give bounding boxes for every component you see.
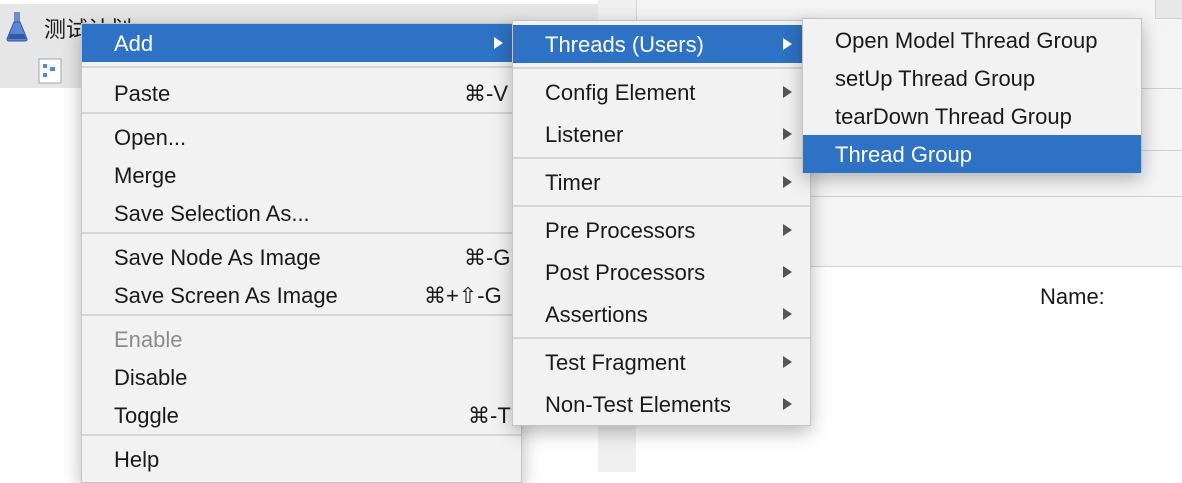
submenu-arrow-icon <box>783 308 792 320</box>
menu-item-label: Save Selection As... <box>114 201 310 226</box>
menu-item-label: Pre Processors <box>545 218 696 243</box>
submenu-arrow-icon <box>494 37 503 49</box>
submenu-item-test-fragment[interactable]: Test Fragment <box>513 343 810 381</box>
menu-item-label: Threads (Users) <box>545 32 704 57</box>
submenu-item-open-model-thread-group[interactable]: Open Model Thread Group <box>803 21 1141 59</box>
menu-item-label: Save Node As Image <box>114 245 321 270</box>
submenu-item-non-test-elements[interactable]: Non-Test Elements <box>513 385 810 423</box>
submenu-arrow-icon <box>783 398 792 410</box>
submenu-item-teardown-thread-group[interactable]: tearDown Thread Group <box>803 97 1141 135</box>
submenu-arrow-icon <box>783 356 792 368</box>
submenu-item-thread-group[interactable]: Thread Group <box>803 135 1141 173</box>
menu-separator <box>513 205 810 207</box>
menu-item-label: Save Screen As Image <box>114 283 338 308</box>
tree-child-node-icon[interactable] <box>38 58 62 84</box>
menu-item-label: Merge <box>114 163 177 188</box>
menu-item-label: Paste <box>114 81 171 106</box>
scrollbar-corner <box>1155 0 1182 19</box>
menu-item-label: Non-Test Elements <box>545 392 731 417</box>
menu-item-label: Listener <box>545 122 624 147</box>
menu-separator <box>82 314 521 316</box>
menu-separator <box>82 434 521 436</box>
menu-item-shortcut: ⌘-V <box>464 81 508 106</box>
test-plan-flask-icon <box>6 12 28 42</box>
menu-item-shortcut: ⌘+⇧-G <box>424 283 502 308</box>
submenu-item-setup-thread-group[interactable]: setUp Thread Group <box>803 59 1141 97</box>
menu-item-label: Test Fragment <box>545 350 686 375</box>
menu-separator <box>513 157 810 159</box>
menu-item-label: Open Model Thread Group <box>835 28 1098 53</box>
submenu-arrow-icon <box>783 38 792 50</box>
submenu-arrow-icon <box>783 86 792 98</box>
menu-item-save-screen-as-image[interactable]: Save Screen As Image ⌘+⇧-G <box>82 276 521 314</box>
menu-item-label: Disable <box>114 365 188 390</box>
menu-item-label: Enable <box>114 327 183 352</box>
menu-item-add[interactable]: Add <box>82 24 521 62</box>
menu-item-help[interactable]: Help <box>82 440 521 478</box>
menu-item-save-selection-as[interactable]: Save Selection As... <box>82 194 521 232</box>
menu-item-label: Help <box>114 447 160 472</box>
menu-item-label: Post Processors <box>545 260 706 285</box>
submenu-arrow-icon <box>783 266 792 278</box>
pane-divider <box>636 196 1182 197</box>
submenu-item-threads-users[interactable]: Threads (Users) <box>513 25 810 63</box>
menu-item-label: Add <box>114 31 154 56</box>
submenu-arrow-icon <box>783 176 792 188</box>
menu-item-label: tearDown Thread Group <box>835 104 1072 129</box>
menu-separator <box>82 232 521 234</box>
submenu-arrow-icon <box>783 128 792 140</box>
submenu-item-post-processors[interactable]: Post Processors <box>513 253 810 291</box>
menu-separator <box>513 337 810 339</box>
menu-item-label: setUp Thread Group <box>835 66 1036 91</box>
submenu-arrow-icon <box>783 224 792 236</box>
submenu-item-assertions[interactable]: Assertions <box>513 295 810 333</box>
menu-separator <box>82 66 521 68</box>
menu-item-label: Open... <box>114 125 187 150</box>
submenu-item-config-element[interactable]: Config Element <box>513 73 810 111</box>
submenu-item-timer[interactable]: Timer <box>513 163 810 201</box>
menu-item-enable: Enable <box>82 320 521 358</box>
menu-item-toggle[interactable]: Toggle ⌘-T <box>82 396 521 434</box>
menu-item-label: Config Element <box>545 80 696 105</box>
menu-item-label: Assertions <box>545 302 648 327</box>
submenu-item-listener[interactable]: Listener <box>513 115 810 153</box>
submenu-item-pre-processors[interactable]: Pre Processors <box>513 211 810 249</box>
context-menu: Add Paste ⌘-V Open... Merge Save Selecti… <box>81 23 522 483</box>
menu-item-label: Toggle <box>114 403 179 428</box>
menu-item-open[interactable]: Open... <box>82 118 521 156</box>
menu-item-shortcut: ⌘-T <box>468 403 511 428</box>
menu-item-merge[interactable]: Merge <box>82 156 521 194</box>
menu-separator <box>513 67 810 69</box>
menu-item-shortcut: ⌘-G <box>464 245 511 270</box>
threads-submenu: Open Model Thread Group setUp Thread Gro… <box>802 18 1142 173</box>
menu-item-paste[interactable]: Paste ⌘-V <box>82 74 521 112</box>
add-submenu: Threads (Users) Config Element Listener … <box>512 20 811 426</box>
menu-separator <box>82 112 521 114</box>
name-field-label: Name: <box>1040 284 1105 309</box>
menu-item-label: Timer <box>545 170 601 195</box>
menu-item-label: Thread Group <box>835 142 972 167</box>
menu-item-save-node-as-image[interactable]: Save Node As Image ⌘-G <box>82 238 521 276</box>
menu-item-disable[interactable]: Disable <box>82 358 521 396</box>
